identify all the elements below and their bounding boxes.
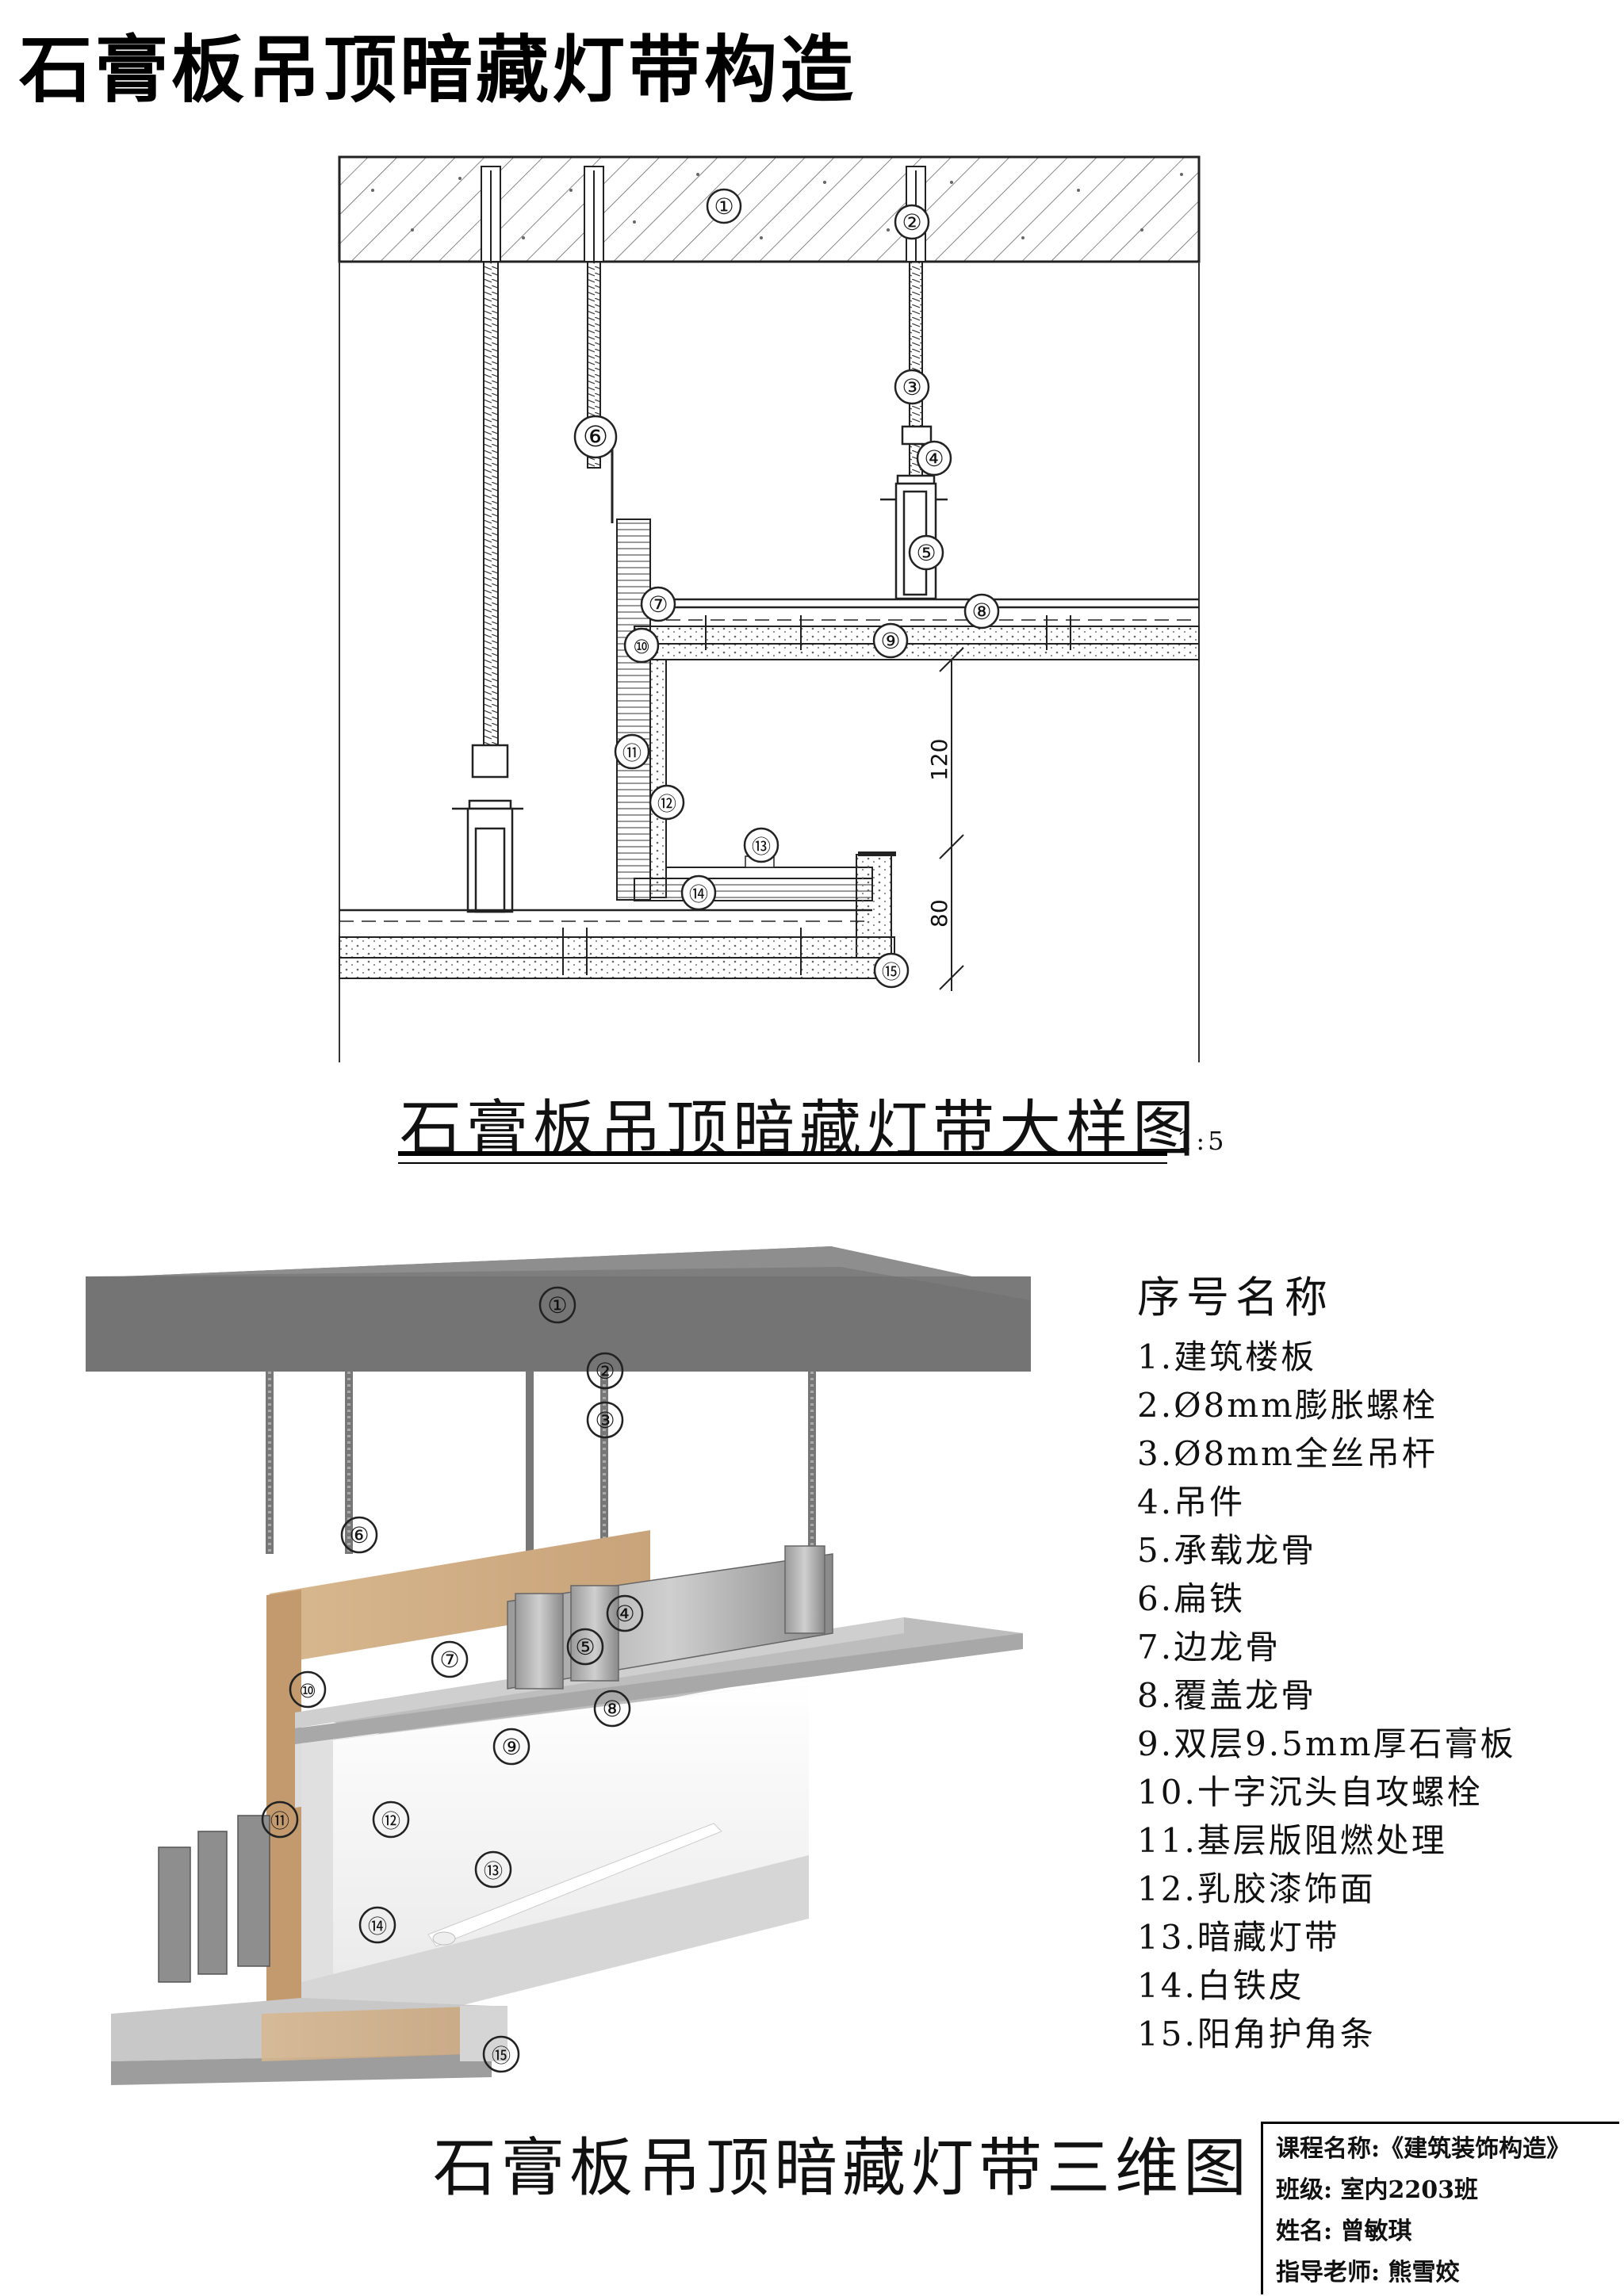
detail-callout-14: ⑭ bbox=[689, 883, 708, 905]
detail-callout-13: ⑬ bbox=[752, 836, 771, 858]
3d-callout-13: ⑬ bbox=[484, 1860, 503, 1882]
detail-callout-labels: ① ② ③ ⑥ ④ ⑤ ⑦ ⑧ ⑨ ⑩ ⑪ ⑫ ⑬ ⑭ ⑮ bbox=[583, 193, 992, 983]
legend-item: 8.覆盖龙骨 bbox=[1137, 1676, 1317, 1715]
lower-gypsum-board bbox=[339, 936, 895, 979]
3d-view-caption: 石膏板吊顶暗藏灯带三维图 bbox=[433, 2131, 1251, 2205]
3d-callout-6: ⑥ bbox=[349, 1522, 369, 1548]
3d-callout-7: ⑦ bbox=[439, 1647, 459, 1673]
detail-callout-circles bbox=[573, 188, 1000, 989]
upper-keel bbox=[650, 598, 1199, 621]
detail-callout-15: ⑮ bbox=[882, 961, 901, 983]
detail-callout-10: ⑩ bbox=[633, 636, 650, 658]
caption-underline-thin bbox=[398, 1162, 1167, 1164]
3d-callout-8: ⑧ bbox=[602, 1696, 622, 1722]
3d-callout-12: ⑫ bbox=[381, 1810, 400, 1832]
threaded-rods bbox=[483, 261, 923, 754]
legend-item: 14.白铁皮 bbox=[1137, 1966, 1304, 2005]
hanger-left bbox=[452, 744, 523, 913]
upper-gypsum-board bbox=[634, 626, 1200, 660]
detail-callout-6: ⑥ bbox=[583, 421, 608, 453]
legend-item: 11.基层版阻燃处理 bbox=[1137, 1821, 1447, 1860]
detail-callout-9: ⑨ bbox=[880, 628, 900, 654]
detail-callout-1: ① bbox=[714, 193, 733, 220]
3d-callout-5: ⑤ bbox=[575, 1634, 595, 1660]
slab-section bbox=[338, 155, 1201, 263]
3d-callout-3: ③ bbox=[595, 1407, 615, 1433]
3d-callout-11: ⑪ bbox=[270, 1810, 289, 1832]
detail-callout-5: ⑤ bbox=[916, 540, 936, 566]
3d-main-channels bbox=[507, 1545, 833, 1689]
detail-callout-8: ⑧ bbox=[971, 599, 991, 625]
detail-callout-11: ⑪ bbox=[622, 742, 642, 764]
legend-item: 12.乳胶漆饰面 bbox=[1137, 1869, 1376, 1908]
3d-callout-labels: ① ② ③ ⑥ ④ ⑤ ⑦ ⑧ ⑩ ⑨ ⑪ ⑫ ⑬ ⑭ ⑮ bbox=[270, 1292, 635, 2067]
detail-callout-4: ④ bbox=[924, 446, 944, 472]
legend-item: 7.边龙骨 bbox=[1137, 1628, 1281, 1667]
scale-label: 1:5 bbox=[1177, 1126, 1228, 1156]
student-name: 姓名: 曾敏琪 bbox=[1276, 2218, 1412, 2245]
screws bbox=[562, 615, 1071, 975]
teacher-name: 指导老师: 熊雪姣 bbox=[1276, 2259, 1460, 2286]
dimension-lines bbox=[939, 647, 964, 991]
3d-cove bbox=[301, 1681, 809, 2045]
3d-callout-4: ④ bbox=[615, 1601, 634, 1627]
3d-left-channels bbox=[158, 1815, 270, 1983]
legend-item: 10.十字沉头自攻螺栓 bbox=[1137, 1773, 1483, 1812]
3d-callout-1: ① bbox=[547, 1292, 567, 1318]
legend-item: 3.Ø8mm全丝吊杆 bbox=[1137, 1434, 1438, 1473]
3d-bottom-shelf bbox=[111, 1998, 508, 2085]
legend-title: 序号名称 bbox=[1137, 1272, 1334, 1322]
3d-callout-10: ⑩ bbox=[299, 1680, 316, 1702]
lower-keel bbox=[339, 909, 872, 922]
legend: 序号名称 1.建筑楼板 2.Ø8mm膨胀螺栓 3.Ø8mm全丝吊杆 4.吊件 5… bbox=[1137, 1262, 1516, 2058]
detail-callout-12: ⑫ bbox=[657, 793, 676, 815]
class-name: 班级: 室内2203班 bbox=[1276, 2176, 1479, 2204]
legend-item: 2.Ø8mm膨胀螺栓 bbox=[1137, 1386, 1438, 1425]
title-block: 课程名称:《建筑装饰构造》 班级: 室内2203班 姓名: 曾敏琪 指导老师: … bbox=[1261, 2122, 1619, 2294]
detail-callout-2: ② bbox=[902, 209, 921, 235]
legend-item: 13.暗藏灯带 bbox=[1137, 1918, 1340, 1957]
legend-item: 1.建筑楼板 bbox=[1137, 1337, 1317, 1376]
boundary-lines bbox=[339, 262, 1200, 1062]
caption-underline bbox=[398, 1151, 1167, 1156]
3d-callout-9: ⑨ bbox=[501, 1734, 521, 1760]
3d-callout-circles bbox=[261, 1286, 644, 2073]
legend-item: 15.阳角护角条 bbox=[1137, 2015, 1376, 2053]
vertical-wood-board bbox=[616, 519, 667, 901]
3d-callout-2: ② bbox=[595, 1358, 615, 1384]
detail-callout-3: ③ bbox=[902, 374, 921, 400]
legend-item: 4.吊件 bbox=[1137, 1483, 1246, 1521]
legend-item: 9.双层9.5mm厚石膏板 bbox=[1137, 1724, 1516, 1763]
bottom-wood-board bbox=[634, 855, 873, 901]
dimension-120: 120 bbox=[926, 739, 952, 781]
legend-item: 5.承载龙骨 bbox=[1137, 1531, 1317, 1570]
dimension-80: 80 bbox=[926, 899, 952, 928]
detail-section-drawing: ① ② ③ ⑥ ④ ⑤ ⑦ ⑧ ⑨ ⑩ ⑪ ⑫ ⑬ ⑭ ⑮ 120 80 bbox=[338, 155, 1201, 1062]
3d-slab bbox=[86, 1246, 1031, 1372]
3d-callout-15: ⑮ bbox=[492, 2045, 511, 2067]
3d-callout-14: ⑭ bbox=[368, 1915, 387, 1938]
detail-callout-7: ⑦ bbox=[648, 591, 668, 618]
dimension-labels: 120 80 bbox=[926, 739, 952, 928]
legend-item: 6.扁铁 bbox=[1137, 1579, 1246, 1618]
3d-view-drawing: ① ② ③ ⑥ ④ ⑤ ⑦ ⑧ ⑩ ⑨ ⑪ ⑫ ⑬ ⑭ ⑮ bbox=[86, 1246, 1031, 2085]
page-title: 石膏板吊顶暗藏灯带构造 bbox=[19, 28, 857, 113]
course-name: 课程名称:《建筑装饰构造》 bbox=[1276, 2135, 1571, 2163]
